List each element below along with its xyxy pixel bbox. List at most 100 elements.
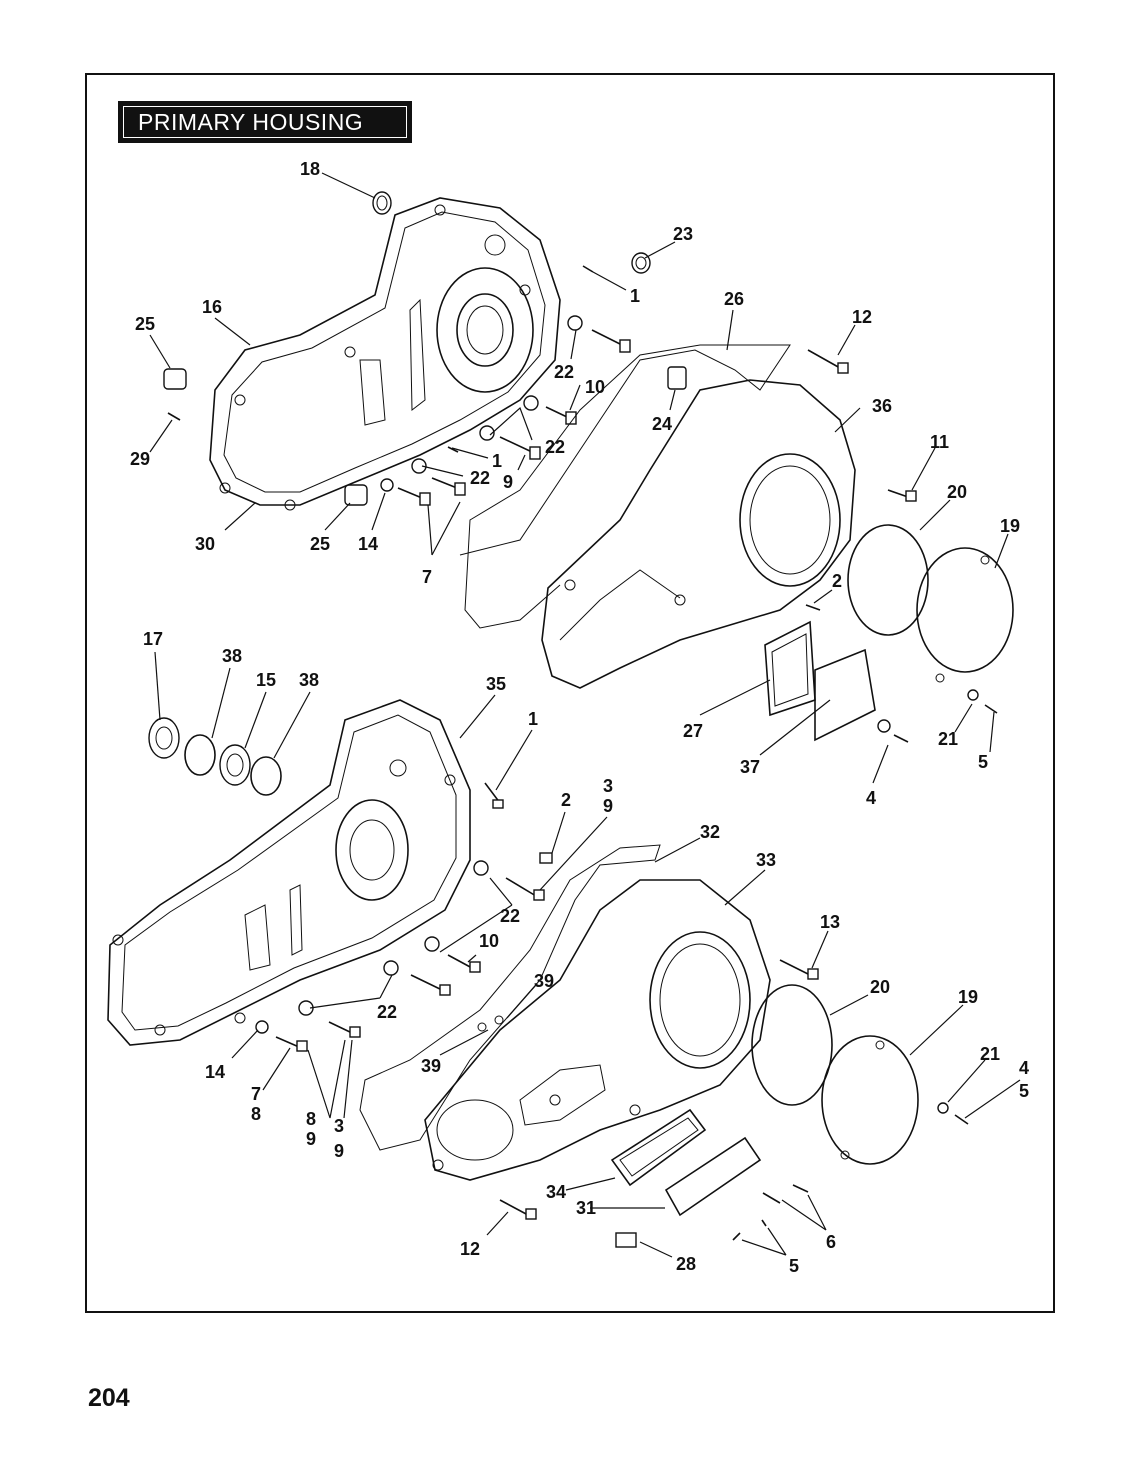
lock-plates-upper [411, 315, 583, 474]
callout-5: 5 [1019, 1081, 1029, 1101]
callout-31: 31 [576, 1198, 596, 1218]
lock-plates-lower [298, 860, 489, 1016]
derby-cover-31 [664, 1136, 762, 1217]
callout-9: 9 [306, 1129, 316, 1149]
callout-labels: 18 23 1 26 12 16 25 22 10 24 36 22 1 29 … [130, 159, 1029, 1276]
callout-29: 29 [130, 449, 150, 469]
callout-19: 19 [1000, 516, 1020, 536]
callout-1: 1 [630, 286, 640, 306]
callout-12: 12 [460, 1239, 480, 1259]
callout-20: 20 [870, 977, 890, 997]
callout-1: 1 [528, 709, 538, 729]
washer-14-lower [255, 1020, 269, 1034]
gasket-32 [359, 844, 661, 1151]
callout-14: 14 [205, 1062, 225, 1082]
callout-15: 15 [256, 670, 276, 690]
callout-17: 17 [143, 629, 163, 649]
inner-primary-housing-upper [209, 197, 561, 511]
callout-24: 24 [652, 414, 672, 434]
callout-2: 2 [561, 790, 571, 810]
callout-27: 27 [683, 721, 703, 741]
page-title: PRIMARY HOUSING [118, 101, 412, 143]
gasket-20-upper [847, 524, 929, 636]
dowel-24 [667, 366, 687, 390]
seal-23 [631, 252, 651, 274]
callout-25: 25 [310, 534, 330, 554]
dowel-29 [167, 412, 181, 421]
bearing-25-upper [163, 368, 187, 390]
leader-lines [149, 172, 1021, 1258]
callout-7: 7 [251, 1084, 261, 1104]
callout-32: 32 [700, 822, 720, 842]
callout-22: 22 [554, 362, 574, 382]
callout-14: 14 [358, 534, 378, 554]
callout-20: 20 [947, 482, 967, 502]
callout-19: 19 [958, 987, 978, 1007]
callout-22: 22 [377, 1002, 397, 1022]
callout-36: 36 [872, 396, 892, 416]
derby-cover-19-upper [916, 547, 1014, 673]
callout-8: 8 [306, 1109, 316, 1129]
callout-22: 22 [545, 437, 565, 457]
callout-5: 5 [978, 752, 988, 772]
callout-7: 7 [422, 567, 432, 587]
callout-33: 33 [756, 850, 776, 870]
washer-14-upper [380, 478, 394, 492]
callout-3: 3 [334, 1116, 344, 1136]
callout-37: 37 [740, 757, 760, 777]
callout-11: 11 [930, 432, 949, 452]
callout-39: 39 [421, 1056, 441, 1076]
bearing-25-lower [344, 484, 368, 506]
callout-30: 30 [195, 534, 215, 554]
callout-22: 22 [470, 468, 490, 488]
callout-3: 3 [603, 776, 613, 796]
callout-4: 4 [866, 788, 876, 808]
snap-ring-38-b [250, 756, 282, 796]
seal-18 [372, 191, 392, 215]
callout-39: 39 [534, 971, 554, 991]
callout-16: 16 [202, 297, 222, 317]
callout-10: 10 [479, 931, 499, 951]
callout-8: 8 [251, 1104, 261, 1124]
gasket-20-lower [751, 984, 833, 1106]
callout-10: 10 [585, 377, 605, 397]
callout-4: 4 [1019, 1058, 1029, 1078]
callout-38: 38 [222, 646, 242, 666]
callout-9: 9 [334, 1141, 344, 1161]
page-number: 204 [88, 1384, 130, 1412]
diagram-frame [85, 73, 1055, 1313]
callout-9: 9 [503, 472, 513, 492]
derby-cover-19-lower [821, 1035, 919, 1165]
callout-26: 26 [724, 289, 744, 309]
outer-primary-cover-upper [541, 379, 856, 689]
callout-21: 21 [938, 729, 958, 749]
outer-primary-cover-lower [424, 879, 771, 1181]
callout-9: 9 [603, 796, 613, 816]
callout-38: 38 [299, 670, 319, 690]
callout-28: 28 [676, 1254, 696, 1274]
callout-35: 35 [486, 674, 506, 694]
callout-21: 21 [980, 1044, 1000, 1064]
bearing-17 [148, 717, 180, 759]
bolts-upper [397, 265, 917, 506]
gasket-34 [610, 1108, 707, 1187]
snap-ring-38-a [184, 734, 216, 776]
gasket-26 [459, 344, 791, 629]
callout-22: 22 [500, 906, 520, 926]
callout-13: 13 [820, 912, 840, 932]
inspection-plate-28 [615, 1232, 637, 1248]
callout-18: 18 [300, 159, 320, 179]
cover-37 [814, 648, 876, 742]
callout-25: 25 [135, 314, 155, 334]
callout-12: 12 [852, 307, 872, 327]
bolts-lower [275, 782, 819, 1220]
callout-23: 23 [673, 224, 693, 244]
callout-2: 2 [832, 571, 842, 591]
callout-5: 5 [789, 1256, 799, 1276]
callout-1: 1 [492, 451, 502, 471]
inner-primary-housing-lower [107, 699, 471, 1046]
callout-6: 6 [826, 1232, 836, 1252]
callout-34: 34 [546, 1182, 566, 1202]
bearing-15 [219, 744, 251, 786]
